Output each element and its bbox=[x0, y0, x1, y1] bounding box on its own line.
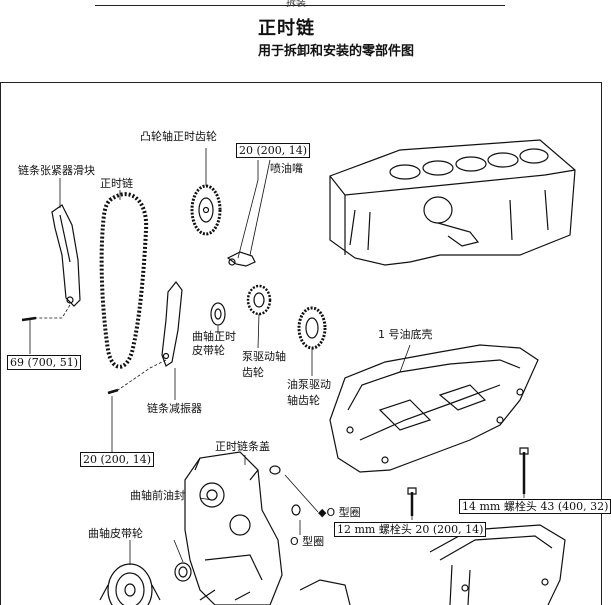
label-torque-spec-top: 20 (200, 14) bbox=[236, 143, 311, 158]
label-crank-timing-pulley-1: 曲轴正时 bbox=[192, 330, 236, 343]
label-o-ring: O 型圈 bbox=[290, 535, 325, 548]
label-o-ring-marked: ◆O 型圈 bbox=[318, 506, 361, 519]
engine-block-illustration bbox=[329, 139, 576, 266]
top-fragment: 拆装 bbox=[286, 0, 306, 9]
chain-damper-illustration bbox=[161, 281, 183, 367]
lower-bolts-illustration bbox=[199, 589, 251, 601]
label-chain-damper: 链条减振器 bbox=[147, 402, 202, 415]
label-camshaft-timing-gear: 凸轮轴正时齿轮 bbox=[140, 130, 217, 143]
label-crank-pulley: 曲轴皮带轮 bbox=[88, 527, 143, 540]
label-oil-pump-drive-gear-1: 油泵驱动 bbox=[287, 378, 331, 391]
oil-pump-drive-shaft-gear-illustration bbox=[297, 306, 327, 350]
oil-nozzle-illustration bbox=[226, 251, 256, 267]
bolt-14mm-illustration bbox=[519, 447, 529, 494]
diagram-frame bbox=[0, 82, 602, 605]
label-chain-tensioner-slipper: 链条张紧器滑块 bbox=[18, 164, 95, 177]
pump-drive-shaft-gear-illustration bbox=[246, 284, 272, 316]
label-pump-drive-shaft-gear-2: 齿轮 bbox=[242, 366, 264, 379]
chain-tensioner-slipper-illustration bbox=[51, 204, 81, 307]
lower-gasket-illustration bbox=[299, 579, 351, 605]
label-oil-nozzle: 喷油嘴 bbox=[270, 162, 303, 175]
top-rule bbox=[95, 5, 505, 6]
label-oil-pump-drive-gear-2: 轴齿轮 bbox=[287, 394, 320, 407]
tensioner-bolt-illustration bbox=[21, 316, 37, 322]
oil-pan-no1-illustration bbox=[329, 344, 539, 473]
label-torque-spec-left-bottom: 20 (200, 14) bbox=[80, 452, 155, 467]
damper-bolt-illustration bbox=[107, 388, 119, 395]
page-title: 正时链 bbox=[258, 18, 315, 39]
label-timing-chain-cover: 正时链条盖 bbox=[215, 440, 270, 453]
crank-front-oil-seal-illustration bbox=[174, 562, 192, 582]
label-timing-chain: 正时链 bbox=[100, 177, 133, 190]
label-crank-timing-pulley-2: 皮带轮 bbox=[192, 344, 225, 357]
o-ring-illustration bbox=[291, 504, 301, 516]
label-torque-spec-left: 69 (700, 51) bbox=[7, 355, 82, 370]
oil-pan-no2-illustration bbox=[429, 524, 566, 605]
label-bolt-14mm: 14 mm 螺栓头 43 (400, 32) bbox=[459, 499, 611, 514]
label-oil-pan-no1: 1 号油底壳 bbox=[378, 328, 433, 341]
timing-chain-cover-illustration bbox=[184, 451, 283, 605]
crankshaft-timing-pulley-illustration bbox=[210, 302, 226, 326]
timing-chain-illustration bbox=[99, 192, 149, 369]
page-subtitle: 用于拆卸和安装的零部件图 bbox=[258, 44, 415, 59]
bolt-12mm-illustration bbox=[407, 487, 417, 516]
camshaft-timing-gear-illustration bbox=[190, 184, 222, 236]
label-crank-front-oil-seal: 曲轴前油封 bbox=[130, 489, 185, 502]
o-ring-marked-illustration bbox=[269, 465, 281, 475]
crankshaft-pulley-illustration bbox=[99, 563, 161, 605]
label-bolt-12mm: 12 mm 螺栓头 20 (200, 14) bbox=[334, 522, 487, 537]
label-pump-drive-shaft-gear-1: 泵驱动轴 bbox=[242, 350, 286, 363]
